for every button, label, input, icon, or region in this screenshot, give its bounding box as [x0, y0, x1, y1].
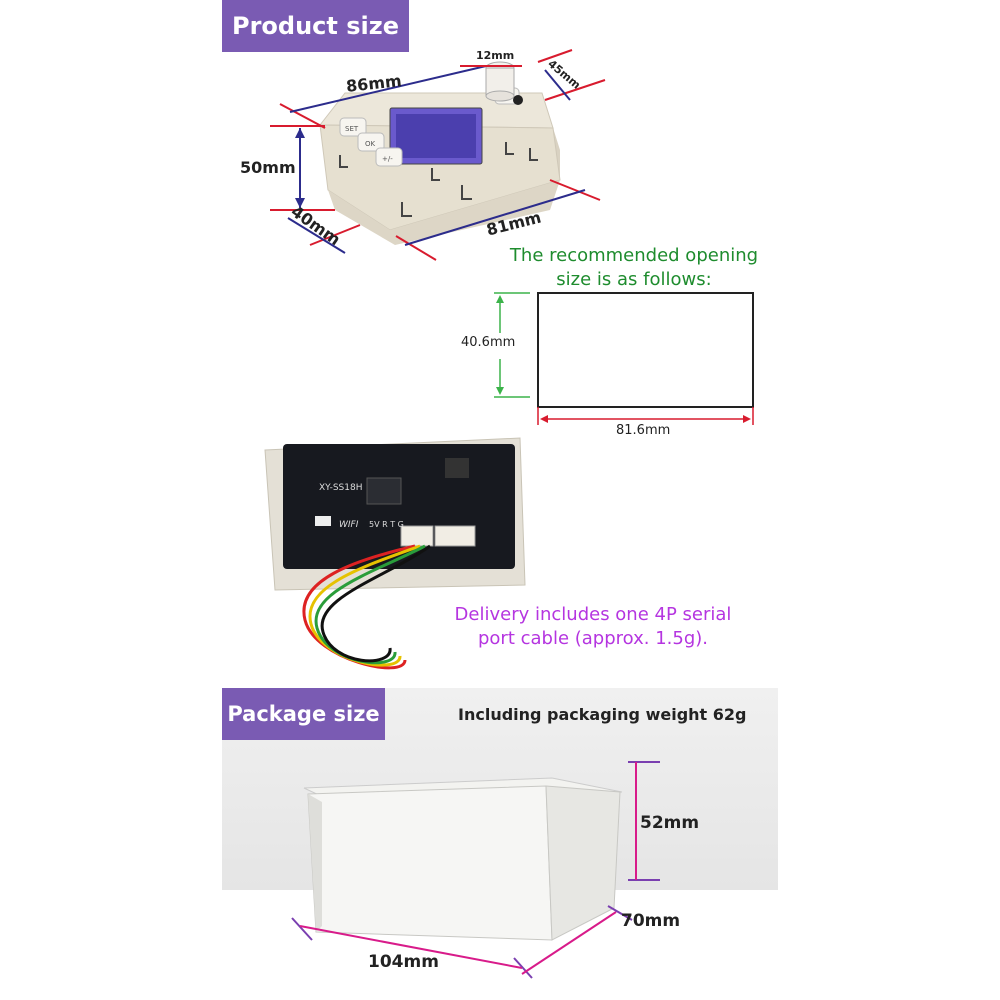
- cable-red: [302, 544, 416, 670]
- button-pm-label: +/-: [382, 155, 393, 163]
- product-module-drawing: SET OK +/-: [270, 49, 606, 261]
- board-wifi-label: WIFI: [339, 520, 359, 530]
- cable-yellow: [308, 544, 421, 667]
- package-height: 52mm: [640, 813, 700, 833]
- module-bottom-face: [328, 180, 560, 245]
- connector-4p: [400, 525, 434, 547]
- product-size-title: Product size: [232, 12, 399, 40]
- clip-5: [401, 202, 412, 217]
- mcu-chip: [366, 477, 402, 505]
- opening-diagram: [494, 292, 754, 425]
- package-length: 104mm: [368, 952, 439, 972]
- opening-note: The recommended opening size is as follo…: [509, 245, 759, 290]
- button-ok-label: OK: [365, 140, 376, 148]
- dim-knob: 12mm: [476, 49, 515, 62]
- opening-height-label: 40.6mm: [461, 335, 516, 350]
- clip-6: [461, 185, 472, 200]
- opening-rectangle: [537, 292, 754, 408]
- opening-width-label: 81.6mm: [614, 423, 673, 438]
- package-size-banner: Package size: [222, 688, 385, 740]
- inductor: [445, 458, 469, 478]
- button-set-label: SET: [345, 125, 359, 133]
- cable-black: [320, 544, 431, 663]
- board-model-label: XY-SS18H: [319, 483, 363, 493]
- cable-green: [314, 544, 426, 665]
- box-front: [307, 785, 553, 941]
- cable-note: Delivery includes one 4P serial port cab…: [454, 604, 732, 649]
- package-size-title: Package size: [227, 702, 380, 726]
- dim-height: 50mm: [240, 158, 296, 177]
- product-size-banner: Product size: [222, 0, 409, 52]
- clip-4: [529, 148, 538, 161]
- clip-1: [339, 155, 348, 168]
- package-weight: Including packaging weight 62g: [458, 705, 747, 724]
- button-ok: [357, 132, 385, 152]
- board-pins-label: 5V R T G: [369, 520, 404, 529]
- package-depth: 70mm: [621, 911, 681, 931]
- board-photo: XY-SS18H WIFI 5V R T G: [264, 437, 526, 670]
- button-plus-minus: [375, 147, 403, 167]
- package-box: [291, 761, 660, 979]
- clip-3: [505, 142, 514, 155]
- box-side: [545, 785, 621, 941]
- clip-2: [431, 168, 440, 181]
- connector-5p: [434, 525, 476, 547]
- button-set: [339, 117, 367, 137]
